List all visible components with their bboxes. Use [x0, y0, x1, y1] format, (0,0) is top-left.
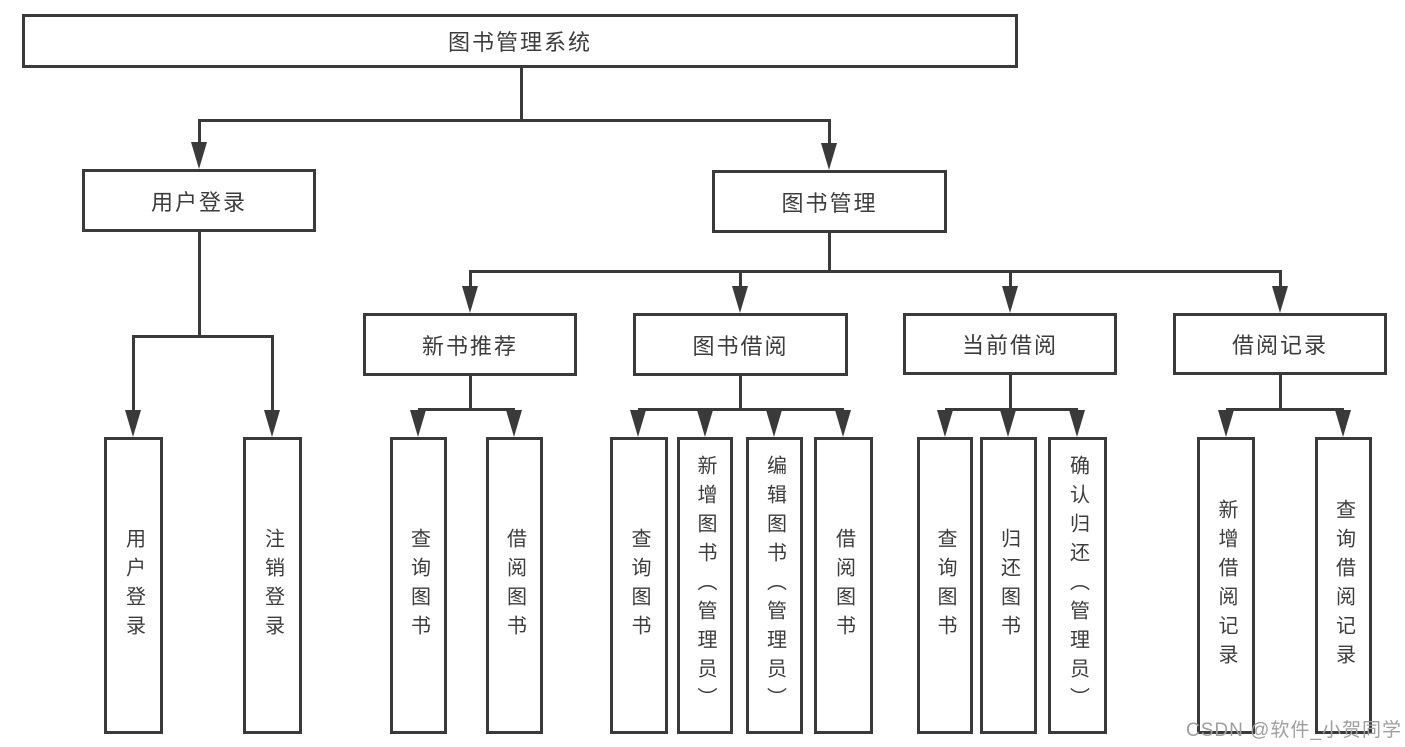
arrowhead-down-icon: [835, 410, 851, 437]
connector-borrow-records-stem: [1279, 375, 1282, 410]
arrowhead-down-icon: [630, 410, 646, 437]
node-book-borrow: 图书借阅: [633, 313, 848, 376]
connector-book-borrow-split: [638, 408, 844, 411]
leaf-return-book: 归还图书: [980, 437, 1037, 734]
connector-to-current-borrow: [1009, 270, 1012, 289]
arrowhead-down-icon: [697, 410, 713, 437]
node-new-book-recommend: 新书推荐: [363, 313, 577, 376]
leaf-query-books-current: 查询图书: [917, 437, 973, 734]
arrowhead-down-icon: [462, 286, 478, 313]
arrowhead-down-icon: [264, 410, 280, 437]
connector-user-login-stem: [198, 232, 201, 337]
arrowhead-down-icon: [766, 410, 782, 437]
leaf-borrow-books-borrow: 借阅图书: [814, 437, 873, 734]
connector-to-leaf: [271, 335, 274, 413]
leaf-logout: 注销登录: [243, 437, 302, 734]
connector-book-management-stem: [828, 233, 831, 272]
csdn-watermark: CSDN @软件_小贺同学: [1186, 720, 1402, 741]
connector-borrow-records-split: [1226, 408, 1344, 411]
leaf-add-book-admin: 新增图书（管理员）: [677, 437, 733, 734]
connector-new-book-split: [418, 408, 515, 411]
arrowhead-down-icon: [1002, 286, 1018, 313]
leaf-query-books-recommend: 查询图书: [390, 437, 447, 734]
node-library-system: 图书管理系统: [22, 14, 1018, 68]
connector-to-leaf: [132, 335, 135, 413]
leaf-add-borrow-record: 新增借阅记录: [1197, 437, 1255, 734]
arrowhead-down-icon: [1069, 410, 1085, 437]
leaf-user-login: 用户登录: [104, 437, 163, 734]
arrowhead-down-icon: [1000, 410, 1016, 437]
node-user-login: 用户登录: [82, 169, 316, 232]
arrowhead-down-icon: [1218, 410, 1234, 437]
leaf-edit-book-admin: 编辑图书（管理员）: [746, 437, 803, 734]
arrowhead-down-icon: [1335, 410, 1351, 437]
leaf-query-books-borrow: 查询图书: [610, 437, 668, 734]
arrowhead-down-icon: [821, 143, 837, 170]
leaf-confirm-return-admin: 确认归还（管理员）: [1048, 437, 1107, 734]
connector-root-stem: [520, 68, 523, 120]
arrowhead-down-icon: [410, 410, 426, 437]
connector-to-book-borrow: [739, 270, 742, 289]
leaf-query-borrow-record: 查询借阅记录: [1315, 437, 1372, 734]
arrowhead-down-icon: [937, 410, 953, 437]
connector-book-borrow-stem: [739, 376, 742, 410]
leaf-borrow-books-recommend: 借阅图书: [486, 437, 543, 734]
arrowhead-down-icon: [1272, 286, 1288, 313]
connector-root-split: [198, 119, 831, 122]
arrowhead-down-icon: [125, 410, 141, 437]
connector-book-management-split: [469, 270, 1281, 273]
connector-new-book-stem: [469, 376, 472, 410]
arrowhead-down-icon: [191, 142, 207, 169]
connector-to-new-book: [469, 270, 472, 289]
connector-current-borrow-stem: [1009, 375, 1012, 410]
connector-current-borrow-split: [945, 408, 1078, 411]
node-borrow-records: 借阅记录: [1173, 313, 1387, 375]
arrowhead-down-icon: [732, 286, 748, 313]
connector-to-user-login: [198, 119, 201, 145]
arrowhead-down-icon: [506, 410, 522, 437]
connector-to-book-management: [828, 119, 831, 146]
connector-user-login-split: [132, 335, 273, 338]
node-current-borrow: 当前借阅: [903, 313, 1117, 375]
connector-to-borrow-records: [1279, 270, 1282, 289]
node-book-management: 图书管理: [712, 170, 947, 233]
